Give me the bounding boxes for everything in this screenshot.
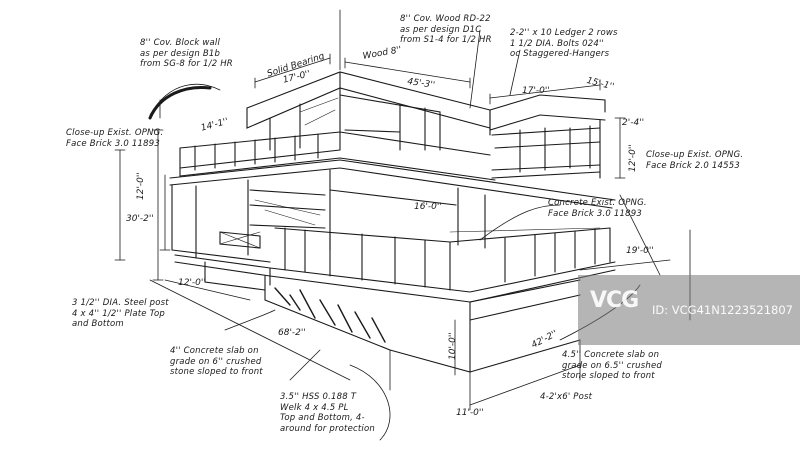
lower-terrace xyxy=(174,227,616,303)
dim-12-right: 12'-0'' xyxy=(628,144,638,172)
dim-11: 11'-0'' xyxy=(456,408,484,418)
right-box xyxy=(489,94,606,179)
dim-12-left: 12'-0'' xyxy=(136,172,146,200)
dim-68: 68'-2'' xyxy=(278,328,306,338)
annotation-wood-rd: 8'' Cov. Wood RD-22 as per design D1C fr… xyxy=(400,14,492,45)
dim-12-low: 12'-0'' xyxy=(178,278,206,288)
leader-curve xyxy=(224,309,276,331)
watermark-id: ID: VCG41N1223521807 xyxy=(652,303,793,317)
dim-19: 19'-0'' xyxy=(626,246,654,256)
dimension-lines xyxy=(114,9,691,441)
annotation-ledger: 2-2'' x 10 Ledger 2 rows 1 1/2 DIA. Bolt… xyxy=(510,28,618,59)
dim-30: 30'-2'' xyxy=(126,214,154,224)
annotation-slab-left: 4'' Concrete slab on grade on 6'' crushe… xyxy=(170,346,263,377)
upper-terrace xyxy=(179,131,496,181)
dim-16: 16'-0'' xyxy=(414,202,442,212)
annotation-closeup-left: Close-up Exist. OPNG. Face Brick 3.0 118… xyxy=(66,128,164,149)
annotation-steel-post: 3 1/2'' DIA. Steel post 4 x 4'' 1/2'' Pl… xyxy=(72,298,169,329)
annotation-post: 4-2'x6' Post xyxy=(540,392,593,402)
dim-2: 2'-4'' xyxy=(622,118,645,128)
sketch-arc xyxy=(148,85,212,120)
annotation-closeup-right: Close-up Exist. OPNG. Face Brick 2.0 145… xyxy=(646,150,744,171)
annotation-hss: 3.5'' HSS 0.188 T Welk 4 x 4.5 PL Top an… xyxy=(280,392,375,434)
dim-10: 10'-0'' xyxy=(448,332,458,360)
annotation-slab-right: 4.5'' Concrete slab on grade on 6.5'' cr… xyxy=(562,350,663,381)
annotation-block-wall: 8'' Cov. Block wall as per design B1b fr… xyxy=(140,38,233,69)
annotation-concrete-exist: Concrete Exist. OPNG. Face Brick 3.0 118… xyxy=(548,198,647,219)
dim-17-right: 17'-0'' xyxy=(522,86,550,96)
watermark-panel xyxy=(578,275,800,345)
watermark-logo: VCG xyxy=(590,288,639,313)
main-floor xyxy=(169,159,616,263)
